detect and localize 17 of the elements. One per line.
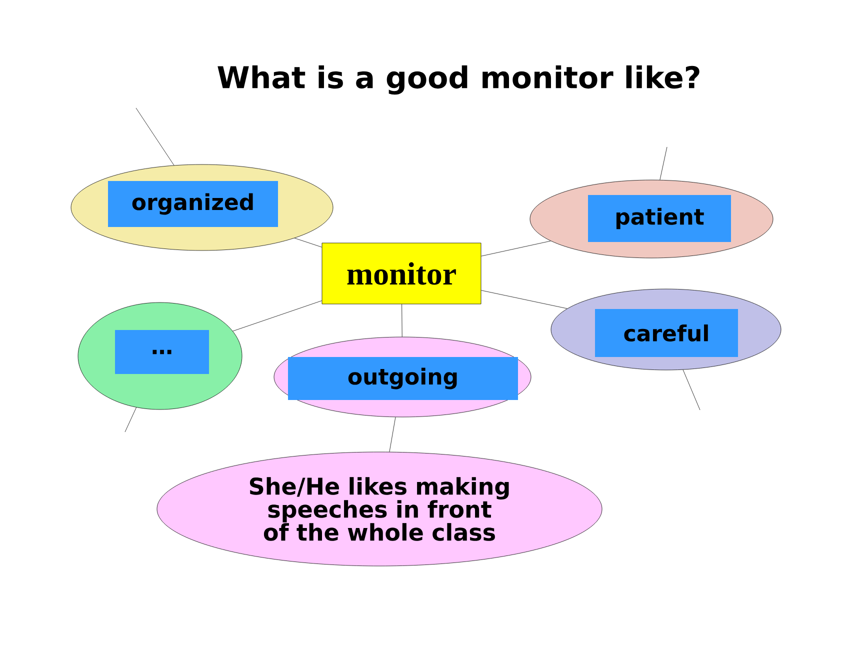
connector-line	[660, 146, 668, 180]
bubble-text: She/He likes making speeches in front of the whole class	[250, 477, 509, 541]
connector-line	[481, 240, 551, 256]
word-label: …	[115, 330, 209, 374]
word-label: patient	[588, 195, 731, 242]
title: What is a good monitor like?	[218, 65, 700, 95]
connector-line	[294, 238, 322, 248]
connector-line	[232, 300, 322, 332]
connector-line	[389, 416, 396, 452]
connector-line	[481, 290, 568, 309]
word-label: organized	[108, 181, 278, 227]
word-label: outgoing	[288, 357, 518, 400]
connector-line	[136, 108, 174, 166]
connector-line	[682, 370, 700, 410]
connector-line	[124, 407, 137, 432]
word-label: careful	[595, 309, 738, 357]
keyword-box: monitor	[322, 242, 482, 304]
